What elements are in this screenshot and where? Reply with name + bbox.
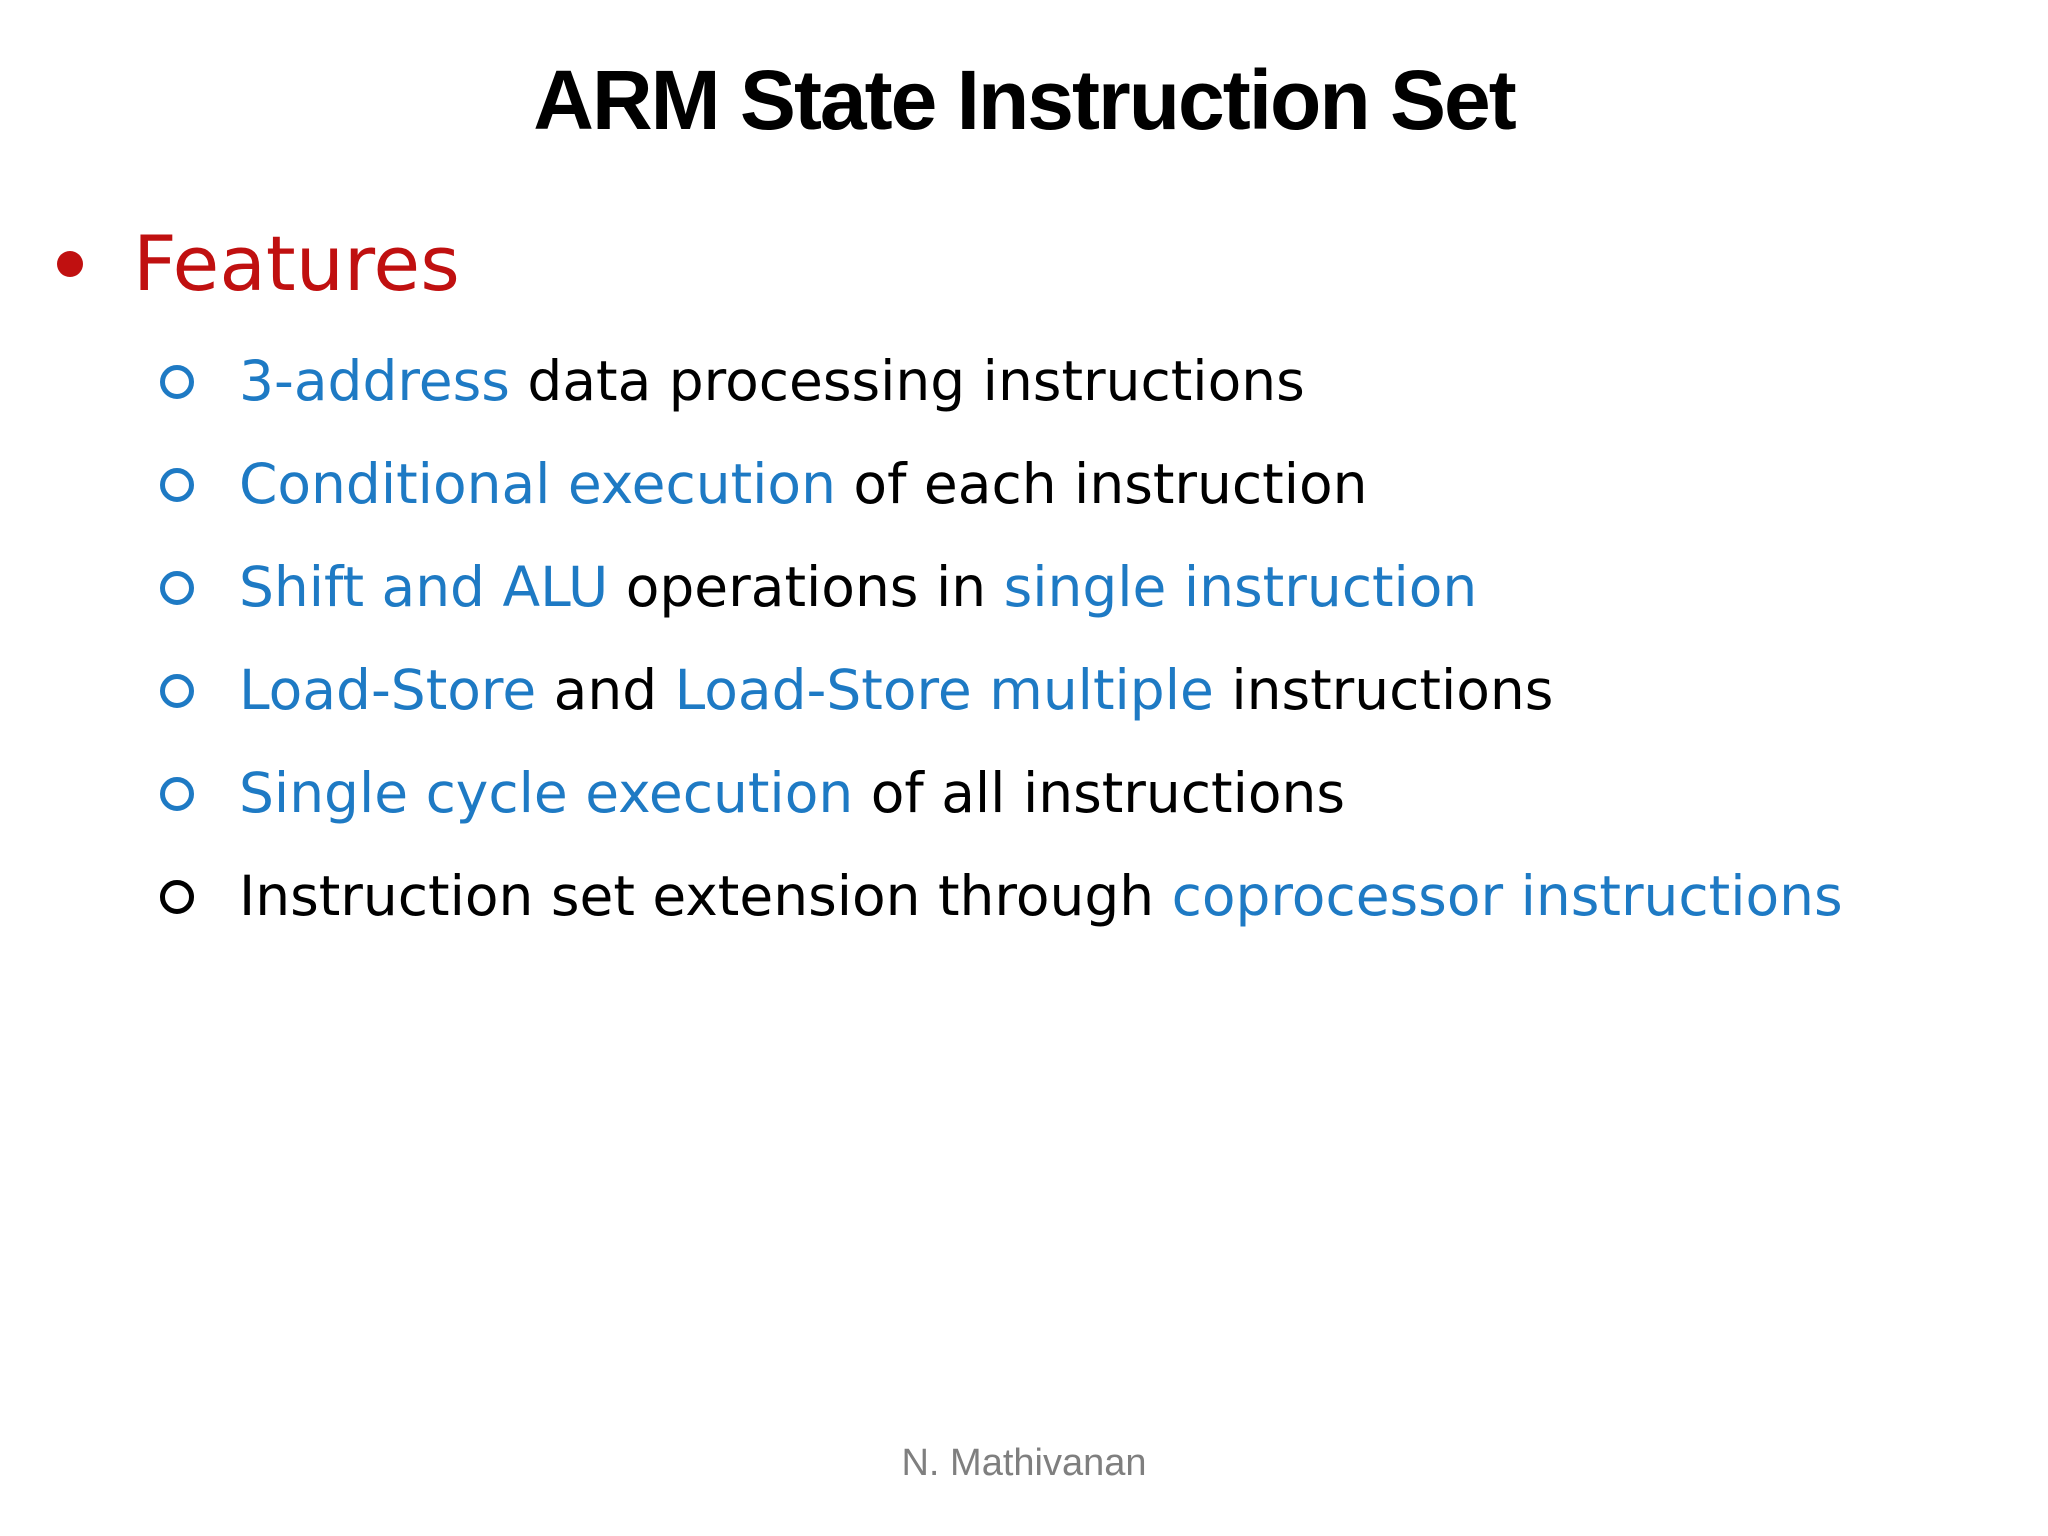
- bullet-text: Conditional execution of each instructio…: [239, 457, 1367, 512]
- features-heading-row: Features: [57, 222, 460, 306]
- list-item: Shift and ALU operations in single instr…: [160, 536, 1843, 639]
- bullet-text: Load-Store and Load-Store multiple instr…: [239, 663, 1553, 718]
- text-run: Single cycle execution: [239, 761, 854, 825]
- text-run: Instruction set extension through: [239, 864, 1172, 928]
- features-heading: Features: [133, 219, 460, 308]
- text-run: Load-Store multiple: [674, 658, 1214, 722]
- list-item: 3-address data processing instructions: [160, 330, 1843, 433]
- bullet-text: Single cycle execution of all instructio…: [239, 766, 1345, 821]
- text-run: of all instructions: [853, 761, 1346, 825]
- circle-bullet-icon: [160, 570, 194, 605]
- text-run: and: [536, 658, 675, 722]
- text-run: coprocessor instructions: [1171, 864, 1843, 928]
- text-run: of each instruction: [835, 452, 1368, 516]
- list-item: Instruction set extension through coproc…: [160, 845, 1843, 948]
- text-run: Conditional execution: [239, 452, 836, 516]
- footer-author: N. Mathivanan: [901, 1442, 1147, 1484]
- text-run: 3-address: [239, 349, 510, 413]
- bullet-text: 3-address data processing instructions: [239, 354, 1305, 409]
- text-run: data processing instructions: [509, 349, 1305, 413]
- list-item: Load-Store and Load-Store multiple instr…: [160, 639, 1843, 742]
- text-run: instructions: [1213, 658, 1554, 722]
- bullet-text: Instruction set extension through coproc…: [239, 869, 1843, 924]
- text-run: single instruction: [1003, 555, 1478, 619]
- text-run: Shift and ALU: [239, 555, 609, 619]
- circle-bullet-icon: [160, 673, 194, 708]
- list-item: Single cycle execution of all instructio…: [160, 742, 1843, 845]
- slide-title: ARM State Instruction Set: [533, 53, 1516, 147]
- circle-bullet-icon: [160, 467, 194, 502]
- text-run: operations in: [608, 555, 1004, 619]
- bullet-text: Shift and ALU operations in single instr…: [239, 560, 1477, 615]
- circle-bullet-icon: [160, 776, 194, 811]
- circle-bullet-icon: [160, 879, 194, 914]
- text-run: Load-Store: [239, 658, 537, 722]
- bullet-dot-icon: [57, 250, 83, 277]
- circle-bullet-icon: [160, 364, 194, 399]
- list-item: Conditional execution of each instructio…: [160, 433, 1843, 536]
